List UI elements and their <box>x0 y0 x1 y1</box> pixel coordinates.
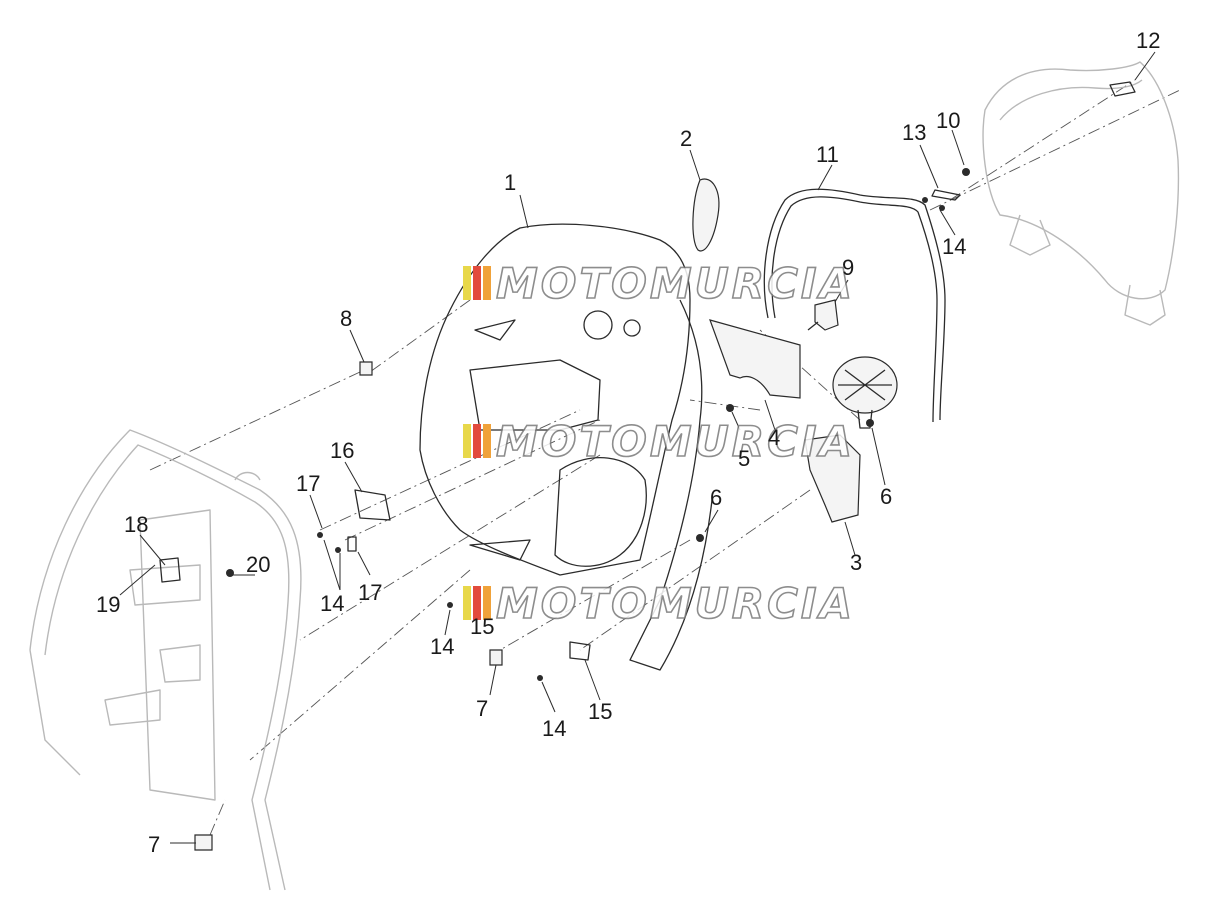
callout-1: 1 <box>504 170 516 195</box>
callout-12: 12 <box>1136 28 1160 53</box>
callout-labels: 1 2 3 4 5 6 6 7 7 8 9 10 11 12 13 14 14 … <box>96 28 1160 857</box>
part-2-trim <box>692 178 720 252</box>
watermark-middle: MOTOMURCIA <box>463 416 855 467</box>
part-3-bracket <box>804 434 861 523</box>
callout-7b: 7 <box>148 832 160 857</box>
svg-text:MOTOMURCIA: MOTOMURCIA <box>496 417 855 466</box>
callout-6b: 6 <box>880 484 892 509</box>
callout-17b: 17 <box>358 580 382 605</box>
callout-17a: 17 <box>296 471 320 496</box>
leader-lines <box>119 51 1156 844</box>
part-front-shield <box>982 61 1180 326</box>
watermark-bottom: MOTOMURCIA <box>463 578 855 629</box>
callout-15b: 15 <box>588 699 612 724</box>
callout-14c: 14 <box>430 634 454 659</box>
watermark-top: MOTOMURCIA <box>463 258 855 309</box>
callout-14a: 14 <box>942 234 966 259</box>
part-9-clip <box>807 299 839 331</box>
callout-2: 2 <box>680 126 692 151</box>
callout-14d: 14 <box>542 716 566 741</box>
small-hardware <box>194 168 970 851</box>
callout-4: 4 <box>768 425 780 450</box>
callout-9: 9 <box>842 255 854 280</box>
callout-6a: 6 <box>710 485 722 510</box>
callout-19: 19 <box>96 592 120 617</box>
callout-7a: 7 <box>476 696 488 721</box>
callout-10: 10 <box>936 108 960 133</box>
callout-8: 8 <box>340 306 352 331</box>
callout-13: 13 <box>902 120 926 145</box>
part-4-cover <box>709 319 801 399</box>
part-edge-trim <box>763 188 946 423</box>
callout-18: 18 <box>124 512 148 537</box>
callout-20: 20 <box>246 552 270 577</box>
callout-15a: 15 <box>470 614 494 639</box>
callout-11: 11 <box>816 142 839 167</box>
part-grille <box>832 356 898 429</box>
callout-14b: 14 <box>320 591 344 616</box>
part-front-frame <box>29 429 302 891</box>
callout-5: 5 <box>738 446 750 471</box>
svg-text:MOTOMURCIA: MOTOMURCIA <box>496 259 855 308</box>
callout-3: 3 <box>850 550 862 575</box>
callout-16: 16 <box>330 438 354 463</box>
svg-text:MOTOMURCIA: MOTOMURCIA <box>496 579 855 628</box>
